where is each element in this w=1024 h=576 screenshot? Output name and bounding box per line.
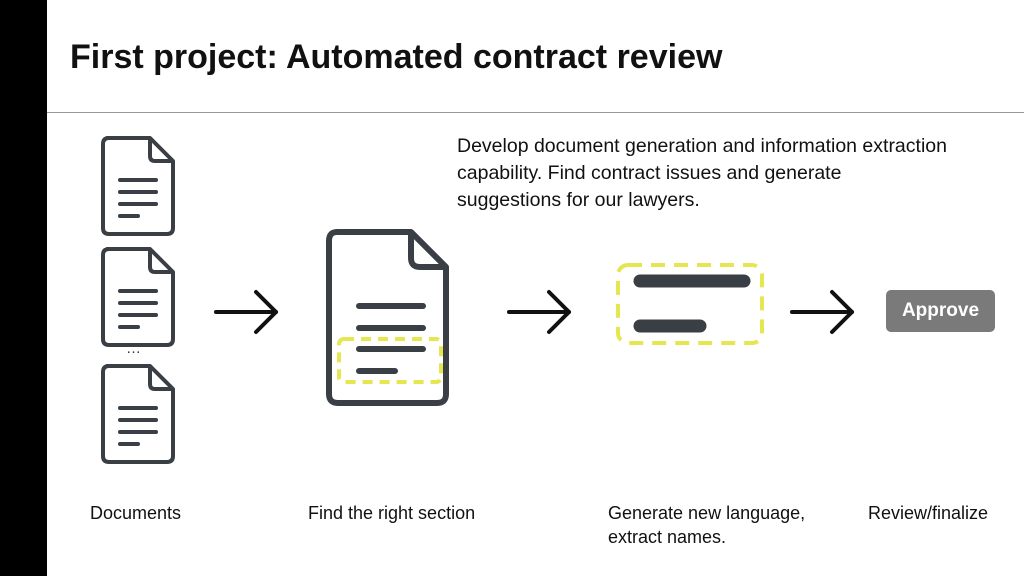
generate-label: Generate new language, extract names.	[608, 501, 805, 549]
document-icon	[101, 136, 175, 236]
arrow-right-icon	[790, 290, 854, 334]
approve-button[interactable]: Approve	[886, 290, 995, 332]
find-section-label: Find the right section	[308, 503, 476, 523]
document-highlight-icon	[326, 229, 449, 406]
documents-label: Documents	[90, 503, 182, 523]
title-divider	[47, 112, 1024, 113]
generate-label-line2: extract names.	[608, 527, 727, 547]
arrow-right-icon	[507, 290, 571, 334]
slide-description: Develop document generation and informat…	[457, 135, 947, 211]
document-icon	[101, 364, 175, 464]
generate-label-line1: Generate new language,	[608, 503, 806, 523]
ellipsis: …	[126, 340, 141, 357]
slide-title: First project: Automated contract review	[70, 38, 723, 76]
review-label: Review/finalize	[868, 503, 989, 523]
document-icon	[101, 247, 175, 347]
text-highlight-icon	[616, 263, 764, 345]
left-accent-bar	[0, 0, 47, 576]
arrow-right-icon	[214, 290, 278, 334]
